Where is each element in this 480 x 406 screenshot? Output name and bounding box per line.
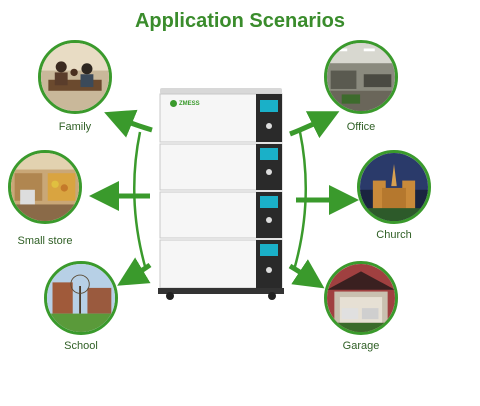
arrow-family [104,109,153,138]
arrow-office [289,111,340,139]
module-4 [159,239,283,289]
garage-label: Garage [342,340,380,352]
church-label: Church [376,229,412,241]
store-photo [8,150,82,224]
brand-logo: ZMESS [170,100,200,107]
school-photo [44,261,118,335]
page-title: Application Scenarios [134,10,346,32]
family-label: Family [58,121,92,133]
church-photo [357,150,431,224]
left-arc [132,131,148,271]
logo-mark-icon [170,100,177,107]
office-photo [324,40,398,114]
garage-photo [324,261,398,335]
school-label: School [64,340,98,352]
office-label: Office [346,121,376,133]
battery-cabinet: ZMESS [158,88,284,300]
module-1 [159,93,283,143]
arrow-garage [288,259,325,289]
module-3 [159,191,283,239]
family-photo [38,40,112,114]
module-2 [159,143,283,191]
right-arc [292,131,308,271]
store-label: Small store [17,235,73,247]
arrow-school [117,257,152,286]
